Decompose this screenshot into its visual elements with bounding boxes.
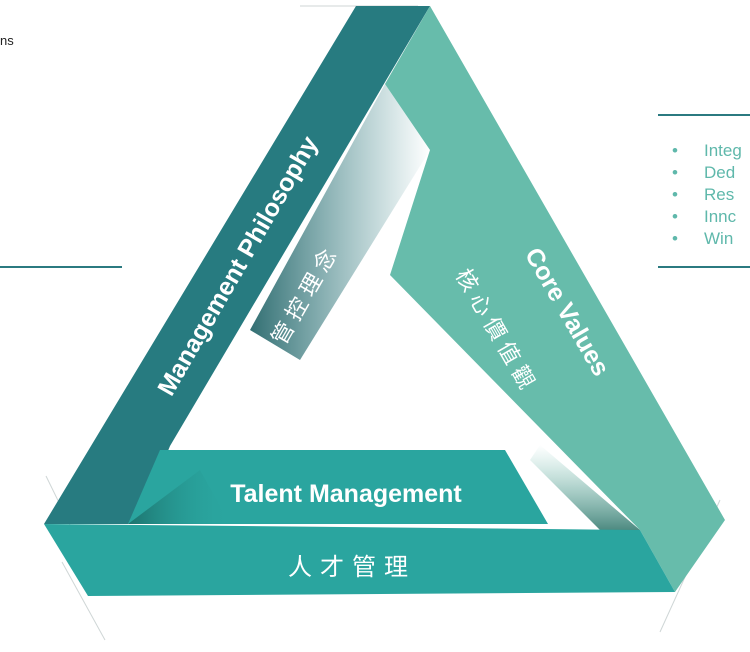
bullet-icon: • <box>672 229 678 248</box>
core-values-inner-shade <box>530 445 640 530</box>
talent-management-label: Talent Management <box>230 480 462 508</box>
list-item: • Win <box>672 228 742 250</box>
list-item: • Ded <box>672 162 742 184</box>
management-philosophy-bar <box>44 6 430 524</box>
list-item-text: Win <box>704 229 734 248</box>
list-item-text: Integ <box>704 141 742 160</box>
management-inner-shade <box>250 84 430 360</box>
right-bottom-divider <box>658 266 750 268</box>
list-item: • Innc <box>672 206 742 228</box>
bullet-icon: • <box>672 185 678 204</box>
bullet-icon: • <box>672 163 678 182</box>
talent-inner-shade <box>128 470 230 524</box>
list-item-text: Res <box>704 185 735 204</box>
core-values-list: • Integ • Ded • Res • Innc • Win <box>672 140 742 250</box>
left-divider <box>0 266 122 268</box>
list-item-text: Innc <box>704 207 737 226</box>
talent-management-upper-bar <box>128 450 548 524</box>
talent-management-zh-label: 人才管理 <box>288 553 416 581</box>
bullet-icon: • <box>672 207 678 226</box>
bullet-icon: • <box>672 141 678 160</box>
list-item: • Integ <box>672 140 742 162</box>
list-item: • Res <box>672 184 742 206</box>
right-top-divider <box>658 114 750 116</box>
core-values-bar <box>385 6 725 592</box>
list-item-text: Ded <box>704 163 736 182</box>
left-text-fragment: ns <box>0 33 14 48</box>
talent-management-lower-bar <box>44 524 675 596</box>
